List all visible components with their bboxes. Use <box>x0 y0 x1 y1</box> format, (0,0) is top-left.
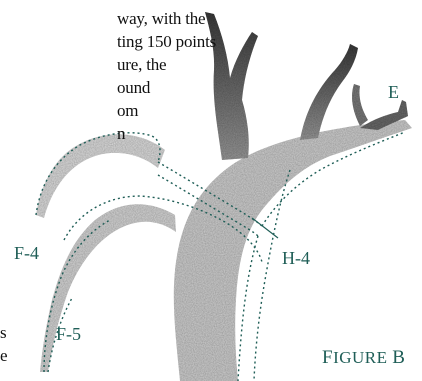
text-line: n <box>117 123 125 145</box>
text-line: s <box>0 322 6 344</box>
text-line: ound <box>117 77 150 99</box>
label-f5: F-5 <box>56 324 81 345</box>
figure-caption-letter: B <box>392 347 405 368</box>
label-f4: F-4 <box>14 243 39 264</box>
figure-caption: FIGURE B <box>322 347 405 369</box>
label-e: E <box>388 82 399 103</box>
text-line: om <box>117 100 138 122</box>
figure-caption-first-letter: F <box>322 347 333 368</box>
antler-shape <box>36 12 412 381</box>
label-h4: H-4 <box>282 248 310 269</box>
text-line: ure, the <box>117 54 166 76</box>
text-line: ting 150 points <box>117 31 216 53</box>
figure-caption-word: IGURE <box>333 348 387 367</box>
text-line: way, with the <box>117 8 205 30</box>
text-line: e <box>0 345 7 367</box>
